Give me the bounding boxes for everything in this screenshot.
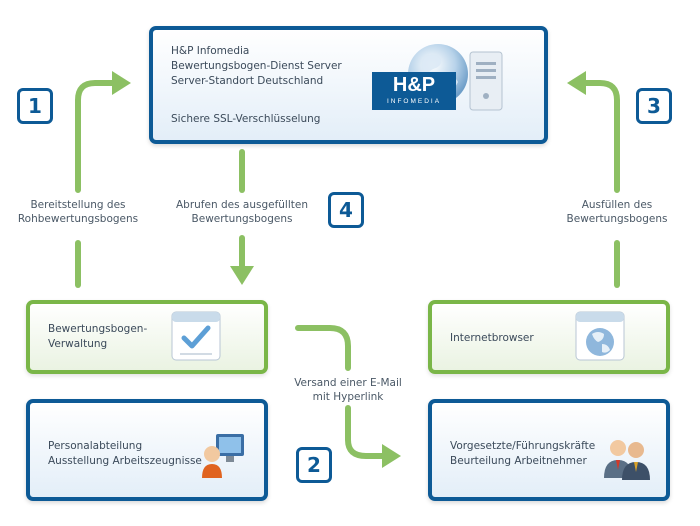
step-2-label-line-2: mit Hyperlink (312, 391, 384, 403)
two-people-icon (604, 440, 650, 480)
arrow-1-top (75, 80, 115, 193)
step-3-label-line-2: Bewertungsbogens (566, 213, 668, 225)
step-4-badge: 4 (328, 192, 364, 228)
vorgesetzte-line-2: Beurteilung Arbeitnehmer (450, 455, 587, 467)
verwaltung-line-2: Verwaltung (48, 338, 108, 350)
server-line-2: Bewertungsbogen-Dienst Server (171, 60, 342, 72)
browser-line-1: Internetbrowser (450, 332, 534, 344)
step-1-label-line-1: Bereitstellung des (30, 199, 126, 211)
step-2-badge: 2 (296, 447, 332, 483)
step-4-label-line-1: Abrufen des ausgefüllten (175, 199, 308, 211)
arrow-3-head (567, 71, 586, 95)
verwaltung-line-1: Bewertungsbogen- (48, 323, 148, 335)
browser-box: Internetbrowser (428, 300, 670, 374)
personal-line-2: Ausstellung Arbeitszeugnisse (48, 455, 202, 467)
person-computer-icon (202, 434, 244, 478)
arrow-2-bottom (345, 405, 385, 459)
server-line-4: Sichere SSL-Verschlüsselung (171, 113, 321, 125)
step-4-label-line-2: Bewertungsbogens (191, 213, 293, 225)
personal-line-1: Personalabteilung (48, 440, 143, 452)
step-1-label: Bereitstellung des Rohbewertungsbogens (0, 198, 156, 226)
step-3-badge: 3 (636, 88, 672, 124)
step-3-label: Ausfüllen des Bewertungsbogens (545, 198, 689, 226)
vorgesetzte-line-1: Vorgesetzte/Führungskräfte (450, 440, 596, 452)
arrow-1-head (112, 71, 131, 95)
hp-logo-sub: INFOMEDIA (386, 98, 442, 105)
step-2-label: Versand einer E-Mail mit Hyperlink (290, 376, 406, 404)
hp-logo: H&P INFOMEDIA (372, 72, 456, 110)
server-line-3: Server-Standort Deutschland (171, 75, 324, 87)
arrow-3-top (583, 80, 620, 193)
step-1-badge: 1 (17, 88, 53, 124)
step-1-label-line-2: Rohbewertungsbogens (17, 213, 139, 225)
arrow-2-head (382, 444, 401, 468)
step-3-label-line-1: Ausfüllen des (581, 199, 653, 211)
verwaltung-box: Bewertungsbogen- Verwaltung (26, 300, 268, 374)
step-2-label-line-1: Versand einer E-Mail (294, 377, 402, 389)
arrow-4-head (230, 266, 254, 285)
arrow-2-top (295, 325, 351, 371)
step-4-label: Abrufen des ausgefüllten Bewertungsbogen… (166, 198, 318, 226)
hp-logo-main: H&P (392, 74, 436, 96)
checklist-icon (171, 311, 221, 361)
browser-icon (575, 311, 625, 361)
server-line-1: H&P Infomedia (171, 45, 250, 57)
